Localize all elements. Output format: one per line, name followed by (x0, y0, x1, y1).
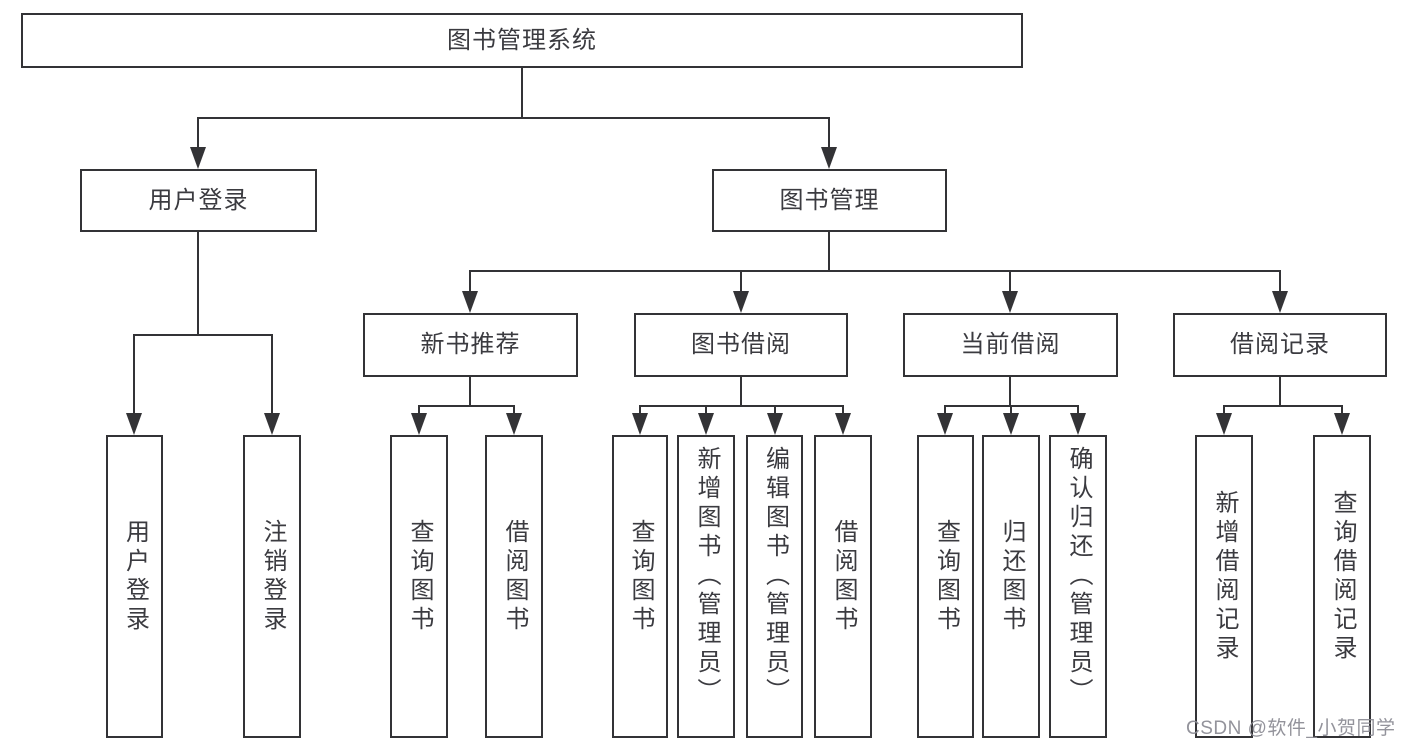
connector-bus-book-borrowing (639, 405, 844, 407)
node-label-query-books-recommend: 查询图书 (406, 518, 433, 635)
node-label-query-books-borrowing: 查询图书 (627, 518, 654, 635)
connector-drop-book-borrowing (705, 406, 707, 417)
node-label-borrowing-records: 借阅记录 (1230, 331, 1330, 358)
connector-bus-book-management (469, 270, 1281, 272)
connector-stem-current-borrowing (1009, 377, 1011, 406)
node-label-add-books-admin: 新增图书（管理员） (693, 446, 720, 707)
node-label-logout-action: 注销登录 (259, 518, 286, 635)
connector-drop-book-management (1009, 271, 1011, 295)
node-label-borrow-books-borrowing: 借阅图书 (830, 518, 857, 635)
csdn-watermark: CSDN @软件_小贺同学 (1186, 718, 1396, 739)
arrow-down-icon (190, 147, 206, 169)
node-label-new-book-recommendation: 新书推荐 (420, 331, 521, 358)
connector-drop-root (828, 118, 830, 151)
connector-bus-new-book-recommendation (418, 405, 515, 407)
node-label-root: 图书管理系统 (447, 26, 597, 54)
arrow-down-icon (698, 413, 714, 435)
arrow-down-icon (1334, 413, 1350, 435)
connector-drop-borrowing-records (1223, 406, 1225, 417)
node-query-borrow-record: 查询借阅记录 (1313, 435, 1371, 738)
connector-drop-current-borrowing (1010, 406, 1012, 417)
connector-drop-book-borrowing (639, 406, 641, 417)
connector-stem-new-book-recommendation (469, 377, 471, 406)
connector-drop-new-book-recommendation (418, 406, 420, 417)
arrow-down-icon (1002, 291, 1018, 313)
arrow-down-icon (462, 291, 478, 313)
node-new-book-recommendation: 新书推荐 (363, 313, 578, 377)
node-query-books-recommend: 查询图书 (390, 435, 448, 738)
arrow-down-icon (506, 413, 522, 435)
arrow-down-icon (821, 147, 837, 169)
node-root: 图书管理系统 (21, 13, 1023, 68)
connector-drop-current-borrowing (944, 406, 946, 417)
node-label-return-books: 归还图书 (998, 518, 1025, 635)
arrow-down-icon (411, 413, 427, 435)
node-borrow-books-borrowing: 借阅图书 (814, 435, 872, 738)
connector-drop-current-borrowing (1077, 406, 1079, 417)
connector-stem-book-management (828, 232, 830, 271)
node-label-book-borrowing: 图书借阅 (691, 331, 791, 358)
connector-drop-book-management (740, 271, 742, 295)
node-confirm-return-admin: 确认归还（管理员） (1049, 435, 1107, 738)
node-add-books-admin: 新增图书（管理员） (677, 435, 735, 738)
connector-stem-root (521, 68, 523, 118)
connector-bus-borrowing-records (1223, 405, 1343, 407)
connector-drop-user-login (133, 335, 135, 417)
node-label-book-management: 图书管理 (779, 186, 880, 214)
node-current-borrowing: 当前借阅 (903, 313, 1118, 377)
connector-bus-root (197, 117, 830, 119)
arrow-down-icon (767, 413, 783, 435)
connector-drop-user-login (271, 335, 273, 417)
arrow-down-icon (1216, 413, 1232, 435)
arrow-down-icon (264, 413, 280, 435)
node-query-books-borrowing: 查询图书 (612, 435, 668, 738)
connector-drop-root (197, 118, 199, 151)
connector-stem-user-login (197, 232, 199, 335)
node-book-borrowing: 图书借阅 (634, 313, 848, 377)
node-label-current-borrowing: 当前借阅 (960, 331, 1061, 358)
node-label-confirm-return-admin: 确认归还（管理员） (1065, 446, 1092, 707)
node-edit-books-admin: 编辑图书（管理员） (746, 435, 803, 738)
node-label-add-borrow-record: 新增借阅记录 (1211, 489, 1238, 664)
arrow-down-icon (1272, 291, 1288, 313)
node-label-borrow-books-recommend: 借阅图书 (501, 518, 528, 635)
connector-drop-book-borrowing (842, 406, 844, 417)
arrow-down-icon (1003, 413, 1019, 435)
connector-drop-borrowing-records (1341, 406, 1343, 417)
node-logout-action: 注销登录 (243, 435, 301, 738)
connector-drop-book-management (469, 271, 471, 295)
node-borrowing-records: 借阅记录 (1173, 313, 1387, 377)
node-label-edit-books-admin: 编辑图书（管理员） (761, 446, 789, 707)
arrow-down-icon (632, 413, 648, 435)
node-query-books-current: 查询图书 (917, 435, 974, 738)
connector-stem-borrowing-records (1279, 377, 1281, 406)
node-label-user-login: 用户登录 (148, 186, 249, 214)
connector-drop-new-book-recommendation (513, 406, 515, 417)
node-return-books: 归还图书 (982, 435, 1040, 738)
node-book-management: 图书管理 (712, 169, 947, 232)
arrow-down-icon (835, 413, 851, 435)
connector-drop-book-management (1279, 271, 1281, 295)
node-label-query-borrow-record: 查询借阅记录 (1329, 489, 1356, 664)
connector-drop-book-borrowing (774, 406, 776, 417)
node-user-login-action: 用户登录 (106, 435, 163, 738)
arrow-down-icon (733, 291, 749, 313)
arrow-down-icon (126, 413, 142, 435)
node-borrow-books-recommend: 借阅图书 (485, 435, 543, 738)
node-label-user-login-action: 用户登录 (121, 518, 149, 635)
node-user-login: 用户登录 (80, 169, 317, 232)
arrow-down-icon (937, 413, 953, 435)
node-label-query-books-current: 查询图书 (932, 518, 960, 635)
connector-bus-user-login (133, 334, 273, 336)
arrow-down-icon (1070, 413, 1086, 435)
node-add-borrow-record: 新增借阅记录 (1195, 435, 1253, 738)
connector-stem-book-borrowing (740, 377, 742, 406)
